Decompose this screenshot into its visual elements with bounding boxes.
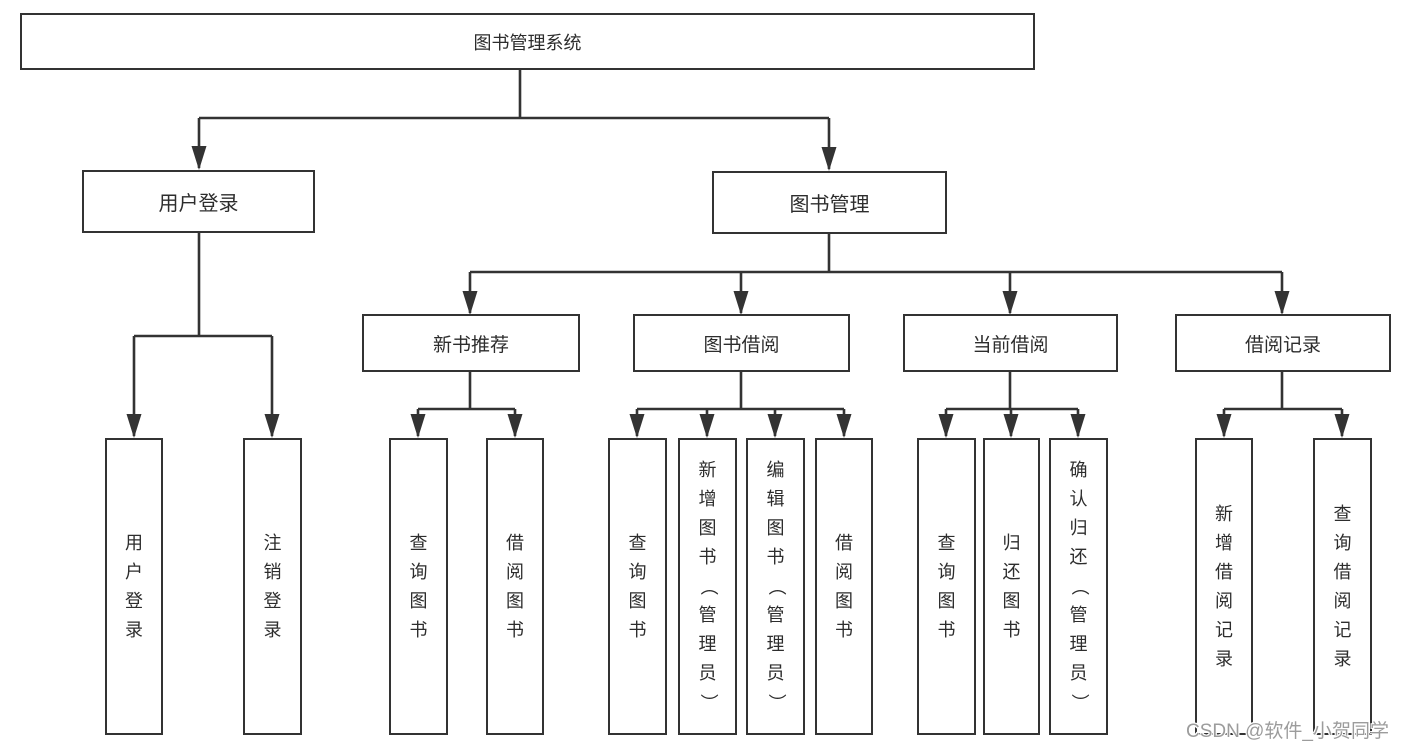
node-label: 新书推荐 <box>432 334 509 356</box>
node-label: 图书管理 <box>789 194 870 216</box>
leaf-query-books-current: 查询图书 <box>917 438 976 735</box>
node-label: 图书借阅 <box>703 334 780 356</box>
leaf-query-books-borrowing: 查询图书 <box>608 438 667 735</box>
node-user-login: 用户登录 <box>82 170 315 233</box>
leaf-borrow-books: 借阅图书 <box>815 438 873 735</box>
leaf-query-borrow-record: 查询借阅记录 <box>1313 438 1372 735</box>
node-label: 当前借阅 <box>972 334 1049 356</box>
leaf-user-login: 用户登录 <box>105 438 163 735</box>
leaf-add-books-admin: 新增图书（管理员） <box>678 438 737 735</box>
node-library-management-system: 图书管理系统 <box>20 13 1035 70</box>
leaf-add-borrow-record: 新增借阅记录 <box>1195 438 1253 735</box>
leaf-query-books-recommend: 查询图书 <box>389 438 448 735</box>
leaf-logout: 注销登录 <box>243 438 302 735</box>
node-label: 图书管理系统 <box>473 32 582 53</box>
node-label: 借阅记录 <box>1244 334 1321 356</box>
leaf-return-books: 归还图书 <box>983 438 1040 735</box>
node-book-borrowing: 图书借阅 <box>633 314 850 372</box>
node-borrowing-records: 借阅记录 <box>1175 314 1391 372</box>
leaf-edit-books-admin: 编辑图书（管理员） <box>746 438 805 735</box>
node-new-book-recommendation: 新书推荐 <box>362 314 580 372</box>
leaf-confirm-return-admin: 确认归还（管理员） <box>1049 438 1108 735</box>
leaf-borrow-books-recommend: 借阅图书 <box>486 438 544 735</box>
node-current-borrowing: 当前借阅 <box>903 314 1118 372</box>
node-book-management: 图书管理 <box>712 171 947 234</box>
node-label: 用户登录 <box>158 193 239 215</box>
csdn-watermark: CSDN @软件_小贺同学 <box>1186 721 1389 742</box>
